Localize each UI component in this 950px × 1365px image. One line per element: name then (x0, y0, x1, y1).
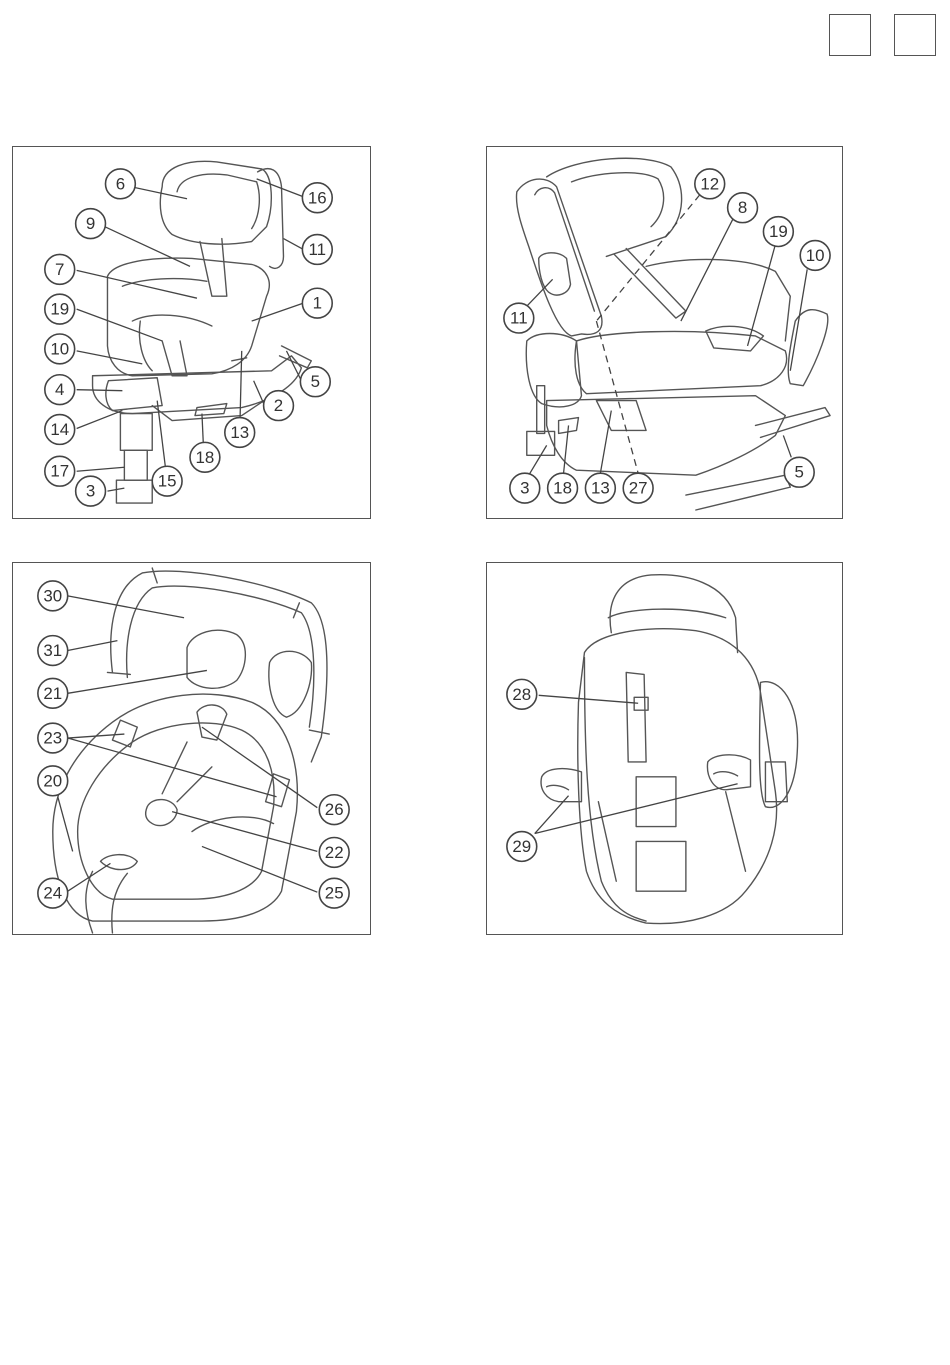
callouts-infant-carrier: 30 31 21 23 20 26 22 24 25 (38, 581, 349, 908)
callout-number: 21 (43, 684, 62, 703)
callout-marker: 21 (38, 678, 68, 708)
infant-carrier-illustration: 30 31 21 23 20 26 22 24 25 (13, 563, 370, 934)
callout-marker: 13 (585, 473, 615, 503)
callout-marker: 1 (302, 288, 332, 318)
callout-number: 3 (520, 479, 529, 498)
callout-number: 10 (806, 246, 825, 265)
callout-number: 14 (50, 420, 69, 439)
callout-marker: 5 (784, 457, 814, 487)
callout-marker: 25 (319, 878, 349, 908)
callout-marker: 30 (38, 581, 68, 611)
callout-marker: 28 (507, 679, 537, 709)
callout-marker: 26 (319, 795, 349, 825)
callout-number: 25 (325, 884, 344, 903)
callout-marker: 11 (504, 303, 534, 333)
callout-marker: 19 (763, 217, 793, 247)
callout-number: 26 (325, 800, 344, 819)
callout-marker: 19 (45, 294, 75, 324)
carrier-back-illustration: 28 29 (487, 563, 842, 934)
callout-marker: 13 (225, 418, 255, 448)
callout-number: 27 (629, 479, 648, 498)
callout-marker: 20 (38, 766, 68, 796)
callout-number: 20 (43, 771, 62, 790)
corner-box-left (829, 14, 871, 56)
callout-marker: 23 (38, 723, 68, 753)
callout-marker: 16 (302, 183, 332, 213)
callout-marker: 4 (45, 375, 75, 405)
callout-marker: 18 (190, 442, 220, 472)
callout-number: 5 (311, 372, 320, 391)
callout-number: 19 (769, 222, 788, 241)
callout-marker: 10 (800, 241, 830, 271)
callout-number: 4 (55, 380, 64, 399)
callout-marker: 31 (38, 636, 68, 666)
callout-marker: 27 (623, 473, 653, 503)
callout-marker: 24 (38, 878, 68, 908)
callout-marker: 29 (507, 832, 537, 862)
callout-marker: 12 (695, 169, 725, 199)
callout-number: 29 (512, 837, 531, 856)
callouts-carrier-back: 28 29 (507, 679, 537, 861)
callout-number: 7 (55, 260, 64, 279)
callout-marker: 11 (302, 235, 332, 265)
callout-number: 16 (308, 188, 327, 207)
callout-number: 31 (43, 641, 62, 660)
side-seat-illustration: 12 8 19 10 11 3 18 13 27 5 (487, 147, 842, 518)
callout-number: 24 (43, 884, 62, 903)
callout-number: 22 (325, 843, 344, 862)
callout-number: 11 (309, 240, 327, 259)
callout-number: 10 (50, 339, 69, 358)
callout-number: 13 (591, 479, 610, 498)
callout-number: 9 (86, 214, 95, 233)
panel-side-seat: 12 8 19 10 11 3 18 13 27 5 (486, 146, 843, 519)
callout-number: 1 (313, 294, 322, 313)
callout-number: 5 (795, 463, 804, 482)
callout-marker: 22 (319, 838, 349, 868)
callout-marker: 15 (152, 466, 182, 496)
callout-number: 18 (553, 479, 572, 498)
callout-number: 11 (510, 309, 528, 328)
callout-number: 13 (230, 423, 249, 442)
callout-marker: 3 (76, 476, 106, 506)
panel-forward-seat: 6 16 9 11 7 1 19 10 5 4 2 14 13 18 17 15… (12, 146, 371, 519)
corner-box-right (894, 14, 936, 56)
callout-number: 6 (116, 174, 125, 193)
callouts-side-seat: 12 8 19 10 11 3 18 13 27 5 (504, 169, 830, 503)
callout-number: 3 (86, 482, 95, 501)
callout-marker: 7 (45, 254, 75, 284)
callout-marker: 2 (264, 391, 294, 421)
callout-marker: 10 (45, 334, 75, 364)
callout-number: 30 (43, 586, 62, 605)
callout-marker: 18 (548, 473, 578, 503)
callout-marker: 9 (76, 209, 106, 239)
callout-number: 2 (274, 396, 283, 415)
callouts-forward-seat: 6 16 9 11 7 1 19 10 5 4 2 14 13 18 17 15… (45, 169, 332, 506)
callout-number: 12 (700, 174, 719, 193)
callout-marker: 5 (300, 367, 330, 397)
panel-carrier-back: 28 29 (486, 562, 843, 935)
callout-marker: 17 (45, 456, 75, 486)
callout-marker: 8 (728, 193, 758, 223)
panel-infant-carrier: 30 31 21 23 20 26 22 24 25 (12, 562, 371, 935)
callout-marker: 3 (510, 473, 540, 503)
callout-number: 15 (158, 472, 177, 491)
callout-marker: 6 (105, 169, 135, 199)
forward-seat-illustration: 6 16 9 11 7 1 19 10 5 4 2 14 13 18 17 15… (13, 147, 370, 518)
callout-number: 8 (738, 198, 747, 217)
callout-number: 18 (196, 448, 215, 467)
callout-number: 28 (512, 685, 531, 704)
callout-marker: 14 (45, 415, 75, 445)
callout-number: 19 (50, 300, 69, 319)
callout-number: 17 (50, 462, 69, 481)
callout-number: 23 (43, 729, 62, 748)
